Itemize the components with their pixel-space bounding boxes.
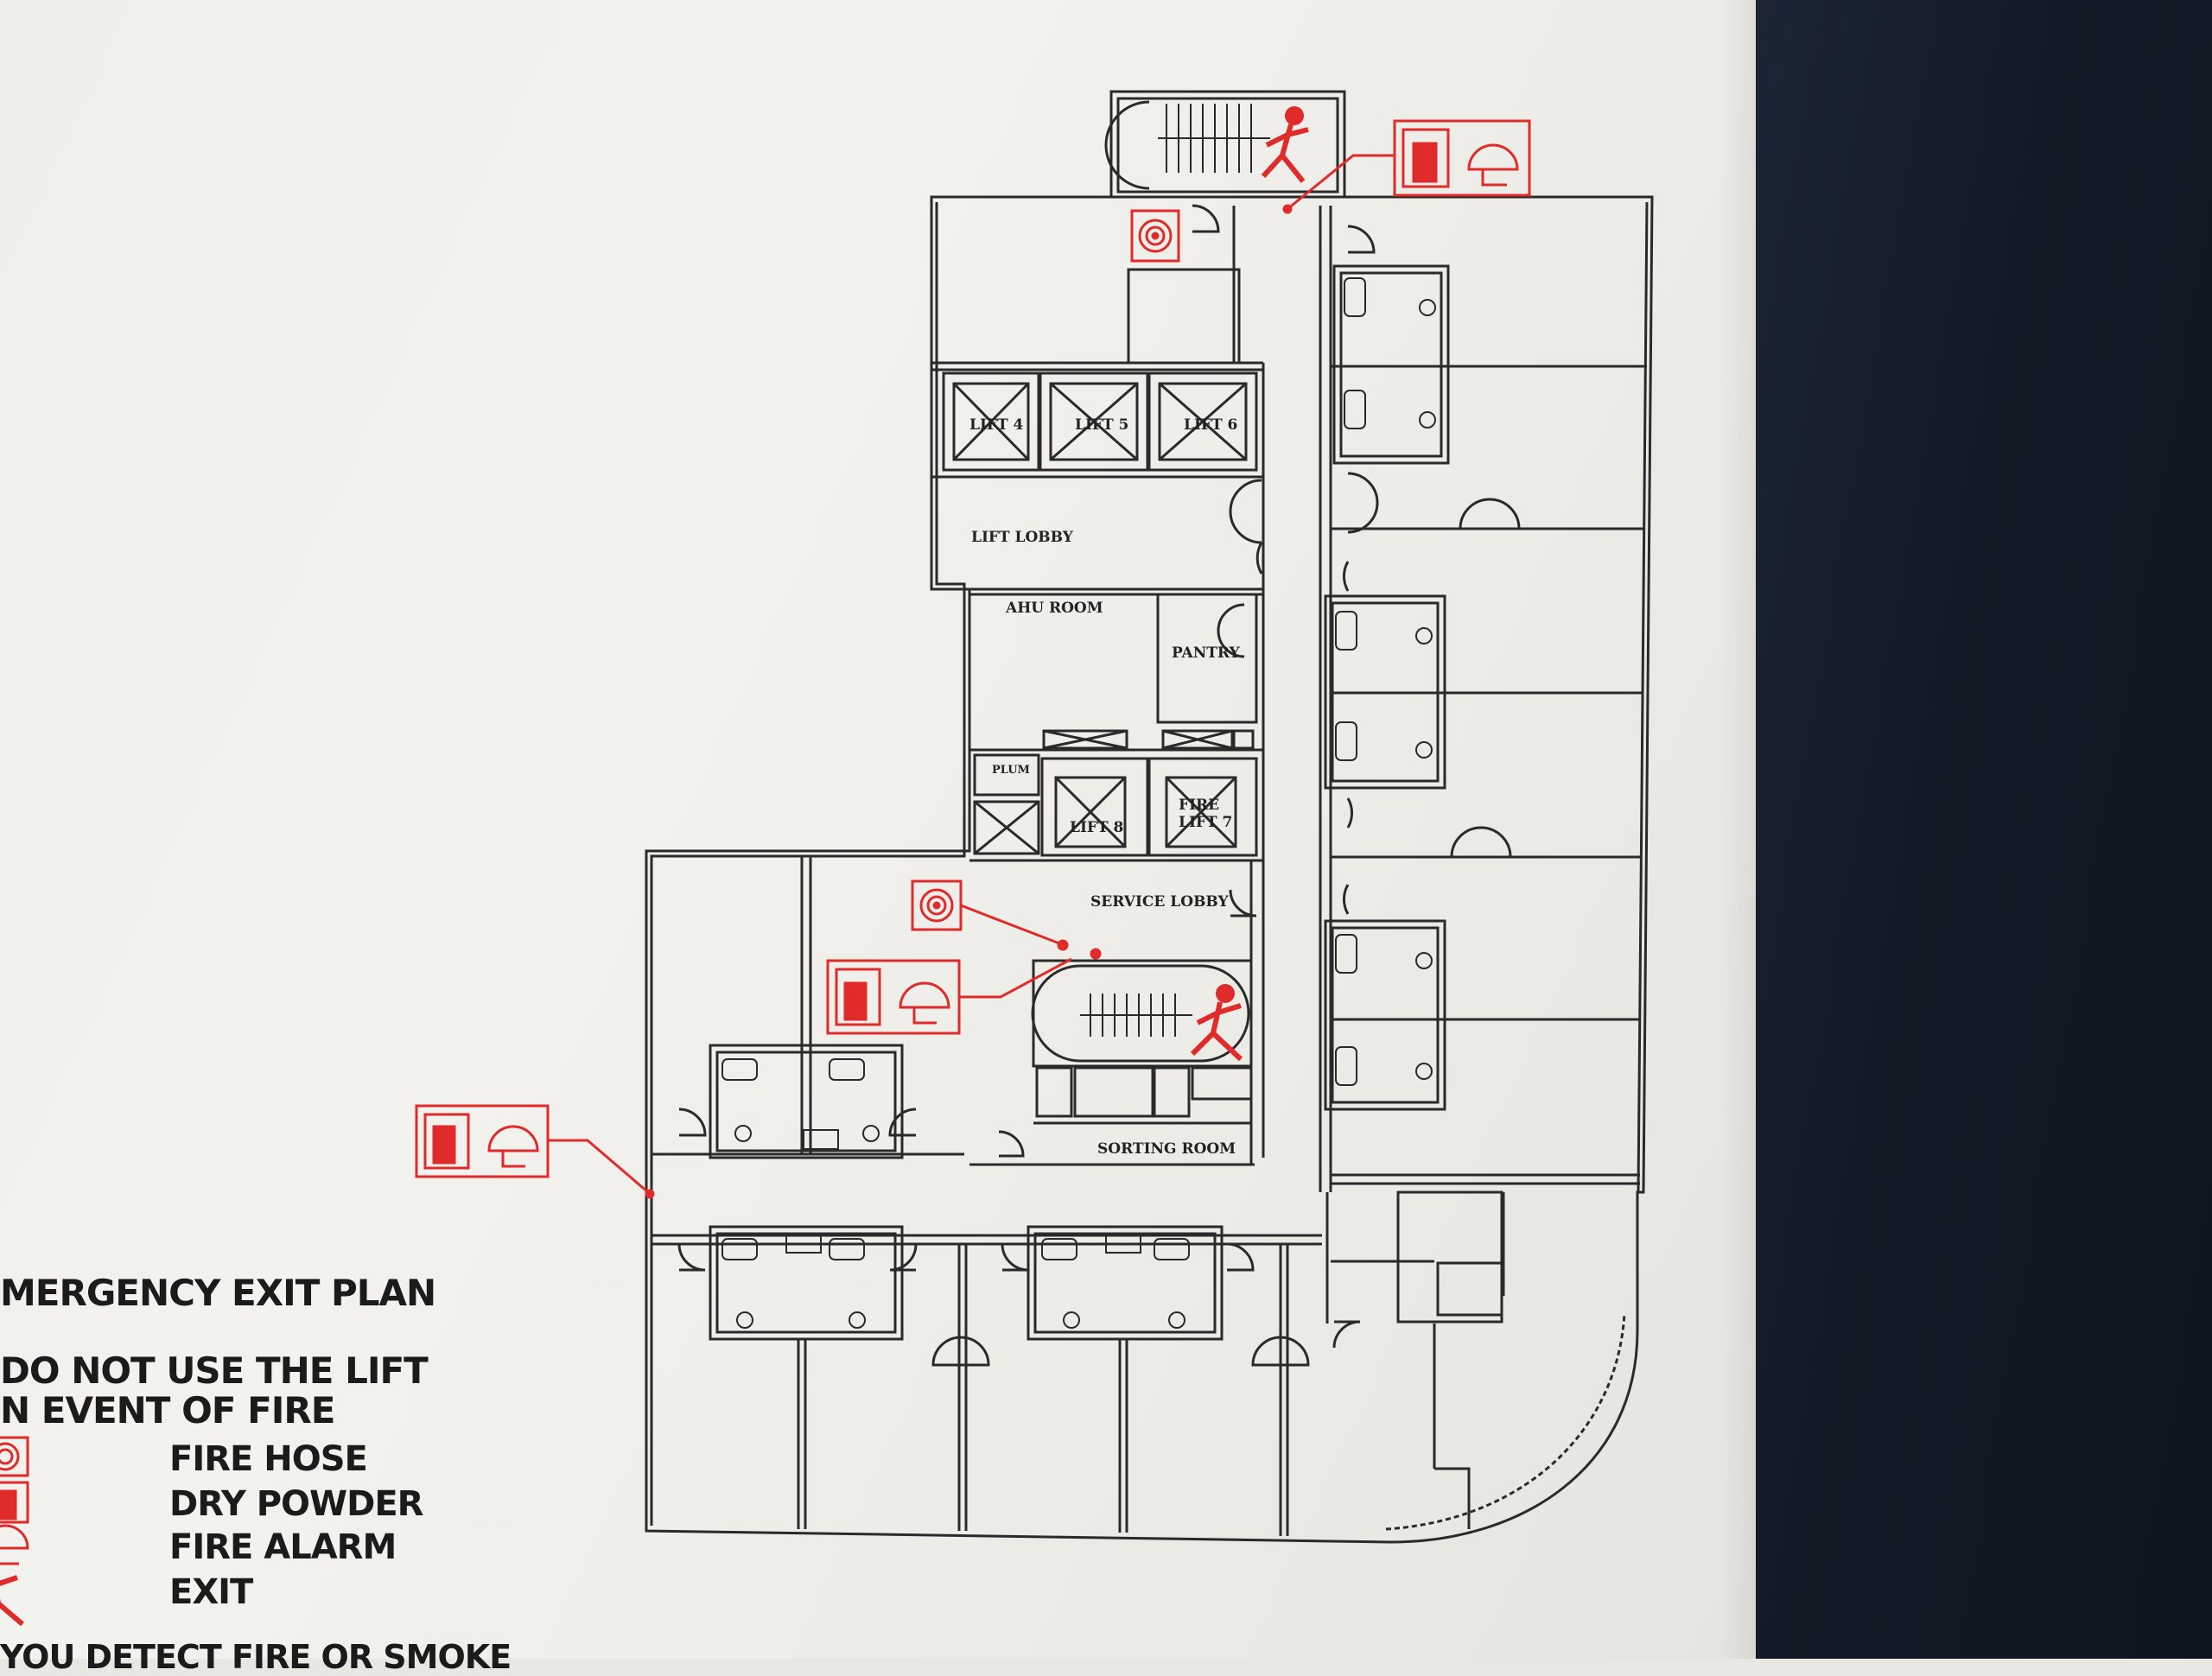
label-ahu-room: AHU ROOM bbox=[1006, 600, 1103, 617]
lift-warning-line-2: N EVENT OF FIRE bbox=[0, 1389, 335, 1432]
building-walls bbox=[645, 90, 1654, 1544]
exit-icon bbox=[0, 1575, 24, 1627]
legend-label-dry-powder: DRY POWDER bbox=[169, 1484, 423, 1524]
fire-alarm-icon bbox=[0, 1524, 29, 1565]
exit-icon-mid bbox=[1190, 984, 1243, 1062]
label-pantry: PANTRY bbox=[1172, 644, 1240, 662]
paper-edge-shadow bbox=[1719, 0, 1756, 1659]
legend-label-fire-alarm: FIRE ALARM bbox=[169, 1527, 397, 1567]
label-lift-5: LIFT 5 bbox=[1075, 416, 1129, 434]
dry-powder-alarm-sign-left bbox=[415, 1104, 655, 1199]
legend-icons bbox=[0, 1436, 29, 1627]
label-fire-lift-7-line1: FIRE bbox=[1179, 797, 1220, 814]
dark-table-surface bbox=[1756, 0, 2212, 1659]
label-sorting-room: SORTING ROOM bbox=[1097, 1140, 1236, 1158]
fire-hose-icon bbox=[0, 1436, 29, 1477]
lift-warning-line-1: DO NOT USE THE LIFT bbox=[0, 1349, 429, 1392]
dry-powder-alarm-sign-top bbox=[1282, 119, 1531, 214]
legend-title: MERGENCY EXIT PLAN bbox=[0, 1272, 436, 1314]
exit-icon-top bbox=[1261, 106, 1309, 183]
label-plumbing: PLUM bbox=[992, 764, 1030, 777]
safety-symbols bbox=[415, 106, 1531, 1199]
label-service-lobby: SERVICE LOBBY bbox=[1090, 893, 1229, 911]
label-lift-lobby: LIFT LOBBY bbox=[971, 529, 1073, 546]
legend-label-exit: EXIT bbox=[169, 1572, 253, 1612]
fire-hose-icon-top bbox=[1130, 209, 1180, 263]
fire-hose-icon-mid bbox=[911, 879, 1102, 960]
dry-powder-alarm-sign-mid bbox=[826, 957, 1072, 1035]
dry-powder-icon bbox=[0, 1481, 29, 1524]
paper-sheet bbox=[0, 0, 1756, 1659]
label-lift-6: LIFT 6 bbox=[1184, 416, 1238, 434]
footer-instruction-partial: YOU DETECT FIRE OR SMOKE bbox=[0, 1638, 512, 1676]
label-fire-lift-7-line2: LIFT 7 bbox=[1179, 814, 1233, 831]
label-lift-4: LIFT 4 bbox=[969, 416, 1024, 434]
label-lift-8: LIFT 8 bbox=[1070, 819, 1124, 836]
legend-label-fire-hose: FIRE HOSE bbox=[169, 1439, 368, 1479]
